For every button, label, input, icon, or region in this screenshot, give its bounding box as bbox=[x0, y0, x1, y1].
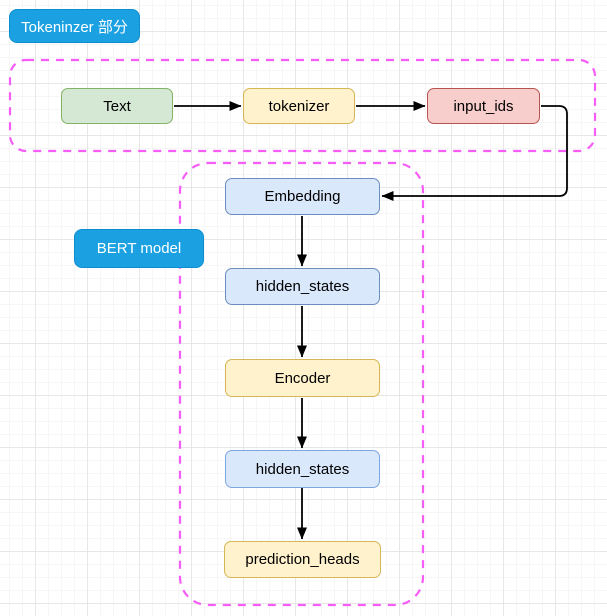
bert-model-label-text: BERT model bbox=[96, 240, 182, 257]
node-tokenizer-label: tokenizer bbox=[268, 97, 330, 115]
node-encoder-label: Encoder bbox=[274, 369, 331, 387]
tokenizer-section-label[interactable]: Tokeninzer 部分 bbox=[9, 9, 140, 43]
node-hidden-states-2[interactable]: hidden_states bbox=[225, 450, 380, 488]
node-hidden-states-1[interactable]: hidden_states bbox=[225, 268, 380, 305]
bert-model-label[interactable]: BERT model bbox=[74, 229, 204, 268]
node-prediction-heads[interactable]: prediction_heads bbox=[224, 541, 381, 578]
node-hidden-states-1-label: hidden_states bbox=[255, 278, 350, 295]
node-encoder[interactable]: Encoder bbox=[225, 359, 380, 397]
bert-model-group-container bbox=[178, 161, 425, 607]
node-hidden-states-2-label: hidden_states bbox=[255, 460, 350, 478]
node-text-label: Text bbox=[103, 97, 131, 115]
node-input-ids-label: input_ids bbox=[453, 97, 514, 115]
node-tokenizer[interactable]: tokenizer bbox=[243, 88, 355, 124]
node-text[interactable]: Text bbox=[61, 88, 173, 124]
tokenizer-section-label-text: Tokeninzer 部分 bbox=[21, 18, 128, 36]
node-embedding[interactable]: Embedding bbox=[225, 178, 380, 215]
edge-input-ids-to-embedding bbox=[381, 105, 568, 201]
node-input-ids[interactable]: input_ids bbox=[427, 88, 540, 124]
node-prediction-heads-label: prediction_heads bbox=[245, 551, 360, 568]
node-embedding-label: Embedding bbox=[264, 188, 341, 205]
tokenizer-group-container bbox=[8, 58, 597, 153]
